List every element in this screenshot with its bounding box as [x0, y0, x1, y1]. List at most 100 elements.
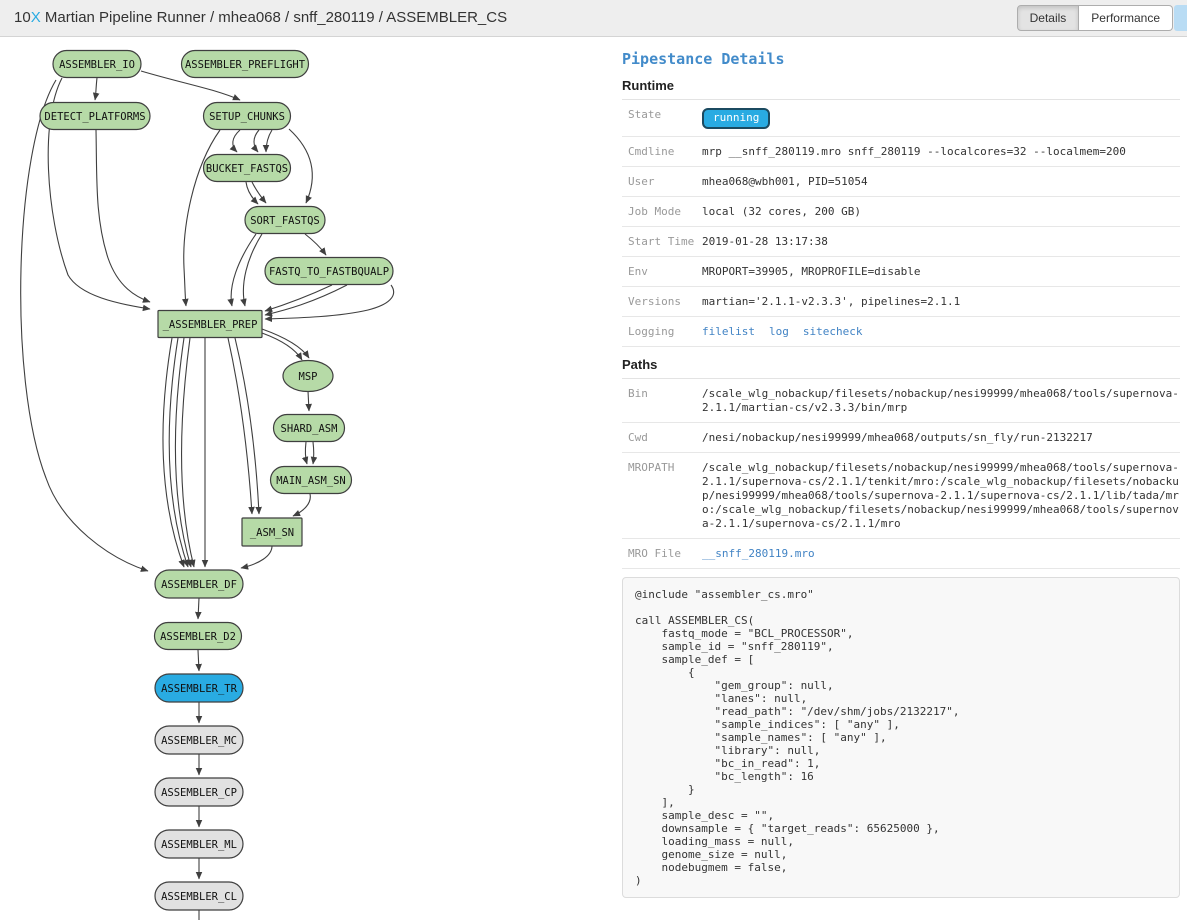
kv-row-mropath: MROPATH/scale_wlg_nobackup/filesets/noba… — [622, 453, 1180, 539]
row-value: mrp __snff_280119.mro snff_280119 --loca… — [702, 145, 1126, 158]
row-value: 2019-01-28 13:17:38 — [702, 235, 828, 248]
mro-file-link[interactable]: __snff_280119.mro — [702, 547, 815, 560]
row-label: Start Time — [628, 235, 695, 248]
graph-node-assembler_cp[interactable]: ASSEMBLER_CP — [154, 777, 244, 807]
graph-node-msp[interactable]: MSP — [282, 359, 334, 393]
row-value: mhea068@wbh001, PID=51054 — [702, 175, 868, 188]
node-shape — [154, 673, 244, 703]
row-label: Versions — [628, 295, 681, 308]
node-shape — [39, 101, 151, 131]
tab-performance[interactable]: Performance — [1079, 5, 1173, 31]
row-value: /scale_wlg_nobackup/filesets/nobackup/ne… — [702, 461, 1179, 530]
graph-edge — [195, 597, 202, 620]
node-shape — [154, 881, 244, 911]
graph-node-main_asm_sn[interactable]: MAIN_ASM_SN — [269, 465, 353, 495]
node-label: SETUP_CHUNKS — [209, 111, 285, 123]
graph-node-assembler_cl[interactable]: ASSEMBLER_CL — [154, 881, 244, 911]
kv-row-cwd: Cwd/nesi/nobackup/nesi99999/mhea068/outp… — [622, 423, 1180, 453]
graph-edge — [250, 129, 260, 153]
focus-glow — [1174, 5, 1187, 31]
kv-row-mro-file: MRO File__snff_280119.mro — [622, 539, 1180, 569]
graph-node-setup_chunks[interactable]: SETUP_CHUNKS — [202, 101, 292, 131]
graph-edge — [162, 337, 185, 568]
graph-edge — [261, 328, 310, 359]
graph-node-assembler_preflight[interactable]: ASSEMBLER_PREFLIGHT — [180, 49, 310, 79]
node-label: SHARD_ASM — [281, 423, 338, 435]
row-label: Logging — [628, 325, 675, 338]
node-shape — [269, 465, 353, 495]
graph-edge — [182, 129, 221, 307]
node-shape — [272, 413, 346, 443]
row-label: Job Mode — [628, 205, 681, 218]
graph-node-fastq_to_fastbqualp[interactable]: FASTQ_TO_FASTBQUALP — [264, 256, 394, 286]
brand-x: X — [30, 9, 41, 26]
row-value: filelist log sitecheck — [702, 325, 1180, 339]
row-value: __snff_280119.mro — [702, 547, 1180, 561]
graph-edge — [264, 284, 348, 317]
graph-node-assembler_ml[interactable]: ASSEMBLER_ML — [154, 829, 244, 859]
graph-edge — [174, 337, 193, 568]
graph-node-assembler_df[interactable]: ASSEMBLER_DF — [154, 569, 244, 599]
logging-link-log[interactable]: log — [768, 325, 789, 338]
row-value: MROPORT=39905, MROPROFILE=disable — [702, 265, 921, 278]
node-label: ASSEMBLER_MC — [161, 735, 237, 747]
row-value: /scale_wlg_nobackup/filesets/nobackup/ne… — [702, 387, 1179, 414]
row-label: User — [628, 175, 655, 188]
kv-row-logging: Logging filelist log sitecheck — [622, 317, 1180, 347]
node-label: _ASSEMBLER_PREP — [163, 319, 258, 331]
node-label: MAIN_ASM_SN — [276, 475, 346, 487]
brand-10: 10 — [14, 9, 31, 26]
graph-edge — [292, 493, 311, 517]
node-label: ASSEMBLER_CP — [161, 787, 237, 799]
graph-edge — [234, 337, 262, 515]
graph-edge — [92, 77, 100, 101]
logging-link-sitecheck[interactable]: sitecheck — [802, 325, 863, 338]
kv-row-state: State running — [622, 100, 1180, 137]
row-value: running — [702, 108, 1180, 129]
node-label: BUCKET_FASTQS — [206, 163, 288, 175]
kv-row-user: User mhea068@wbh001, PID=51054 — [622, 167, 1180, 197]
node-label: FASTQ_TO_FASTBQUALP — [269, 266, 389, 278]
tab-details[interactable]: Details — [1016, 5, 1080, 31]
node-label: MSP — [299, 371, 318, 383]
row-label: Bin — [628, 387, 648, 400]
node-shape — [154, 569, 244, 599]
graph-node-assembler_mc[interactable]: ASSEMBLER_MC — [154, 725, 244, 755]
graph-node-bucket_fastqs[interactable]: BUCKET_FASTQS — [202, 153, 292, 183]
node-label: ASSEMBLER_TR — [161, 683, 238, 695]
graph-node-assembler_d2[interactable]: ASSEMBLER_D2 — [153, 621, 243, 651]
graph-edge — [304, 233, 327, 256]
page-title: 10X Martian Pipeline Runner / mhea068 / … — [14, 9, 507, 26]
node-shape — [202, 153, 292, 183]
section-heading-runtime: Runtime — [622, 78, 1180, 100]
node-shape — [154, 725, 244, 755]
graph-node-assembler_tr[interactable]: ASSEMBLER_TR — [154, 673, 244, 703]
graph-edge — [229, 129, 241, 153]
node-shape — [244, 205, 326, 235]
graph-edge — [227, 233, 257, 307]
graph-edge — [261, 332, 303, 361]
kv-row-bin: Bin/scale_wlg_nobackup/filesets/nobackup… — [622, 379, 1180, 423]
node-shape — [153, 621, 243, 651]
logging-link-filelist[interactable]: filelist — [702, 325, 755, 338]
graph-node-shard_asm[interactable]: SHARD_ASM — [272, 413, 346, 443]
graph-edge — [245, 181, 259, 205]
graph-node-assembler_io[interactable]: ASSEMBLER_IO — [52, 49, 142, 79]
node-label: _ASM_SN — [250, 527, 294, 539]
section-heading-paths: Paths — [622, 357, 1180, 379]
pipeline-graph: ASSEMBLER_IO ASSEMBLER_PREFLIGHT DETECT_PL… — [20, 49, 395, 920]
node-shape — [282, 359, 334, 393]
graph-node-_assembler_prep[interactable]: _ASSEMBLER_PREP — [157, 309, 263, 339]
graph-node-detect_platforms[interactable]: DETECT_PLATFORMS — [39, 101, 151, 131]
graph-edge — [251, 181, 267, 204]
graph-node-sort_fastqs[interactable]: SORT_FASTQS — [244, 205, 326, 235]
row-label: Cwd — [628, 431, 648, 444]
graph-edge — [301, 441, 309, 465]
node-label: ASSEMBLER_D2 — [160, 631, 236, 643]
row-label: State — [628, 108, 662, 121]
graph-node-_asm_sn[interactable]: _ASM_SN — [241, 517, 303, 547]
